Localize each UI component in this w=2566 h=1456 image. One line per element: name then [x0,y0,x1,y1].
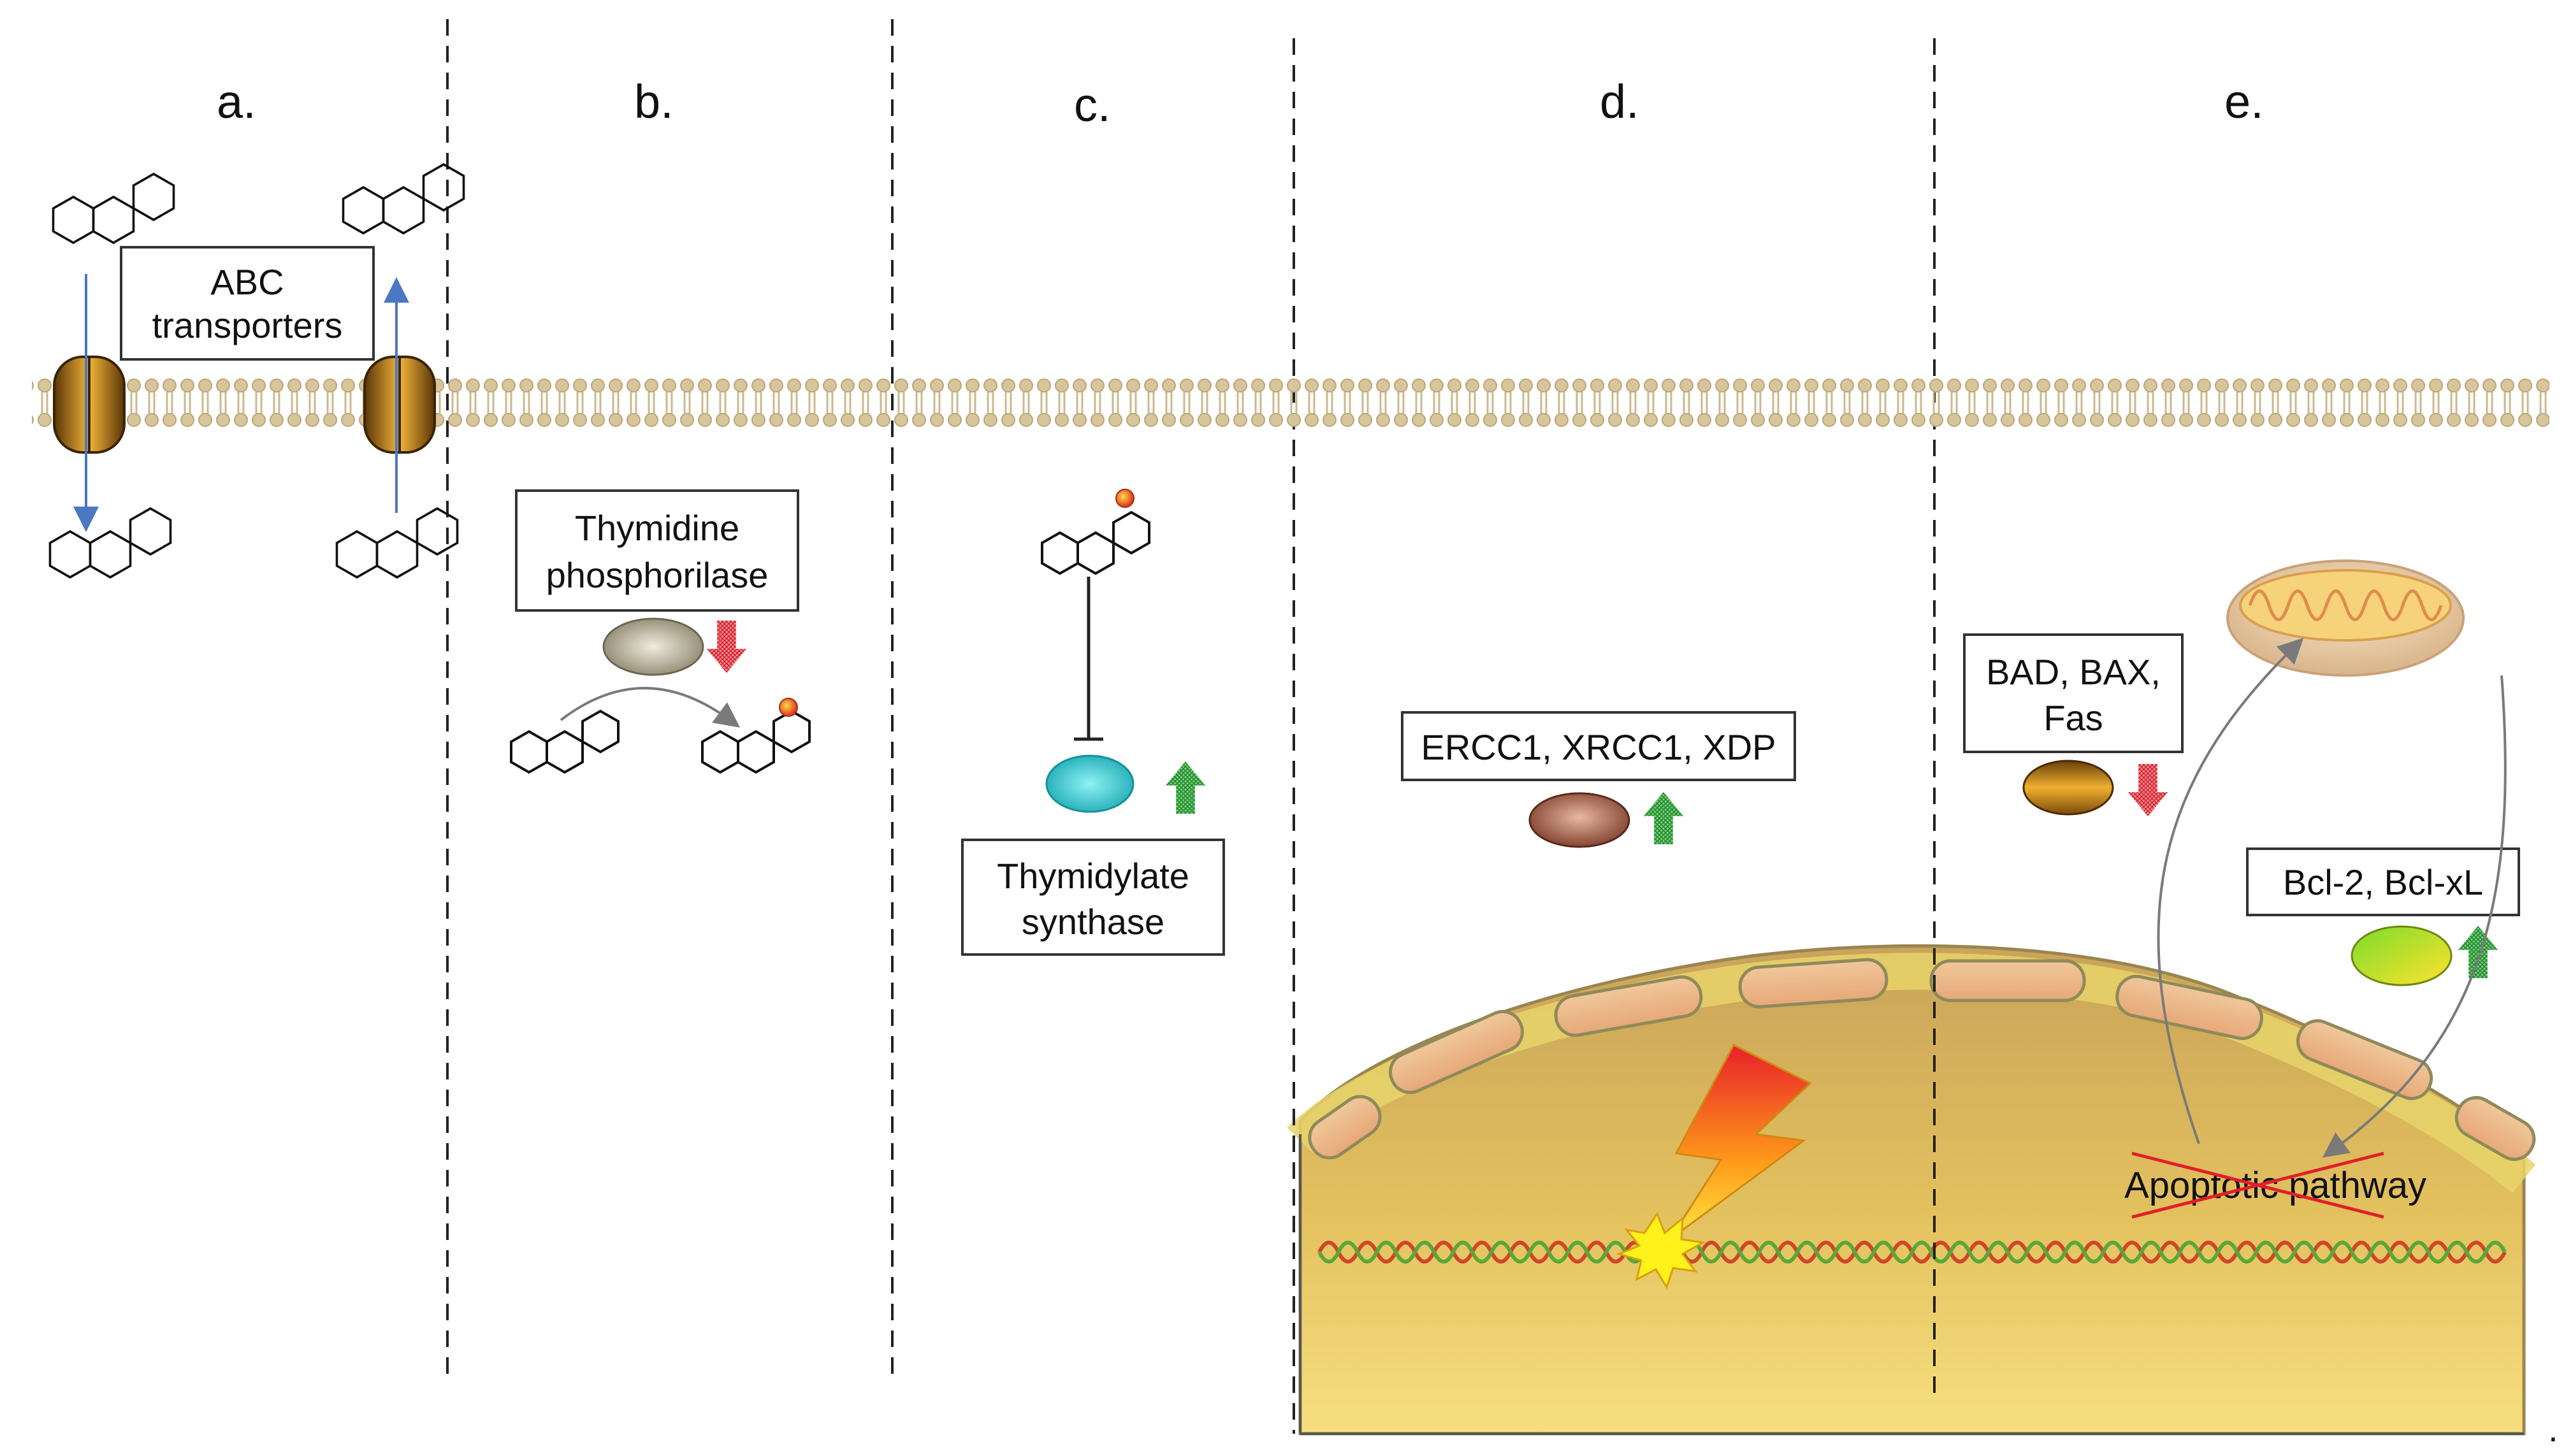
ercc-xrcc-xdp-box [1401,711,1796,781]
panel-a: ABC transporters [48,163,465,579]
panel-e: BAD, BAX, Fas Bcl-2, Bcl-xL Apoptotic pa… [1963,559,2520,1219]
abc-transporter-icon [53,356,126,454]
mitochondrion-icon [2226,559,2465,677]
damage-burst-icon [1616,1211,1706,1290]
thymidine-phosphorilase-line2: phosphorilase [546,555,769,595]
anti-apoptotic-protein [2351,925,2453,986]
upregulation-arrow-icon [1643,792,1684,844]
upregulation-arrow-icon [2458,926,2498,978]
apoptosis-to-mitochondrion-arrow [2157,638,2304,1144]
abc-transporters-line2: transporters [152,305,343,345]
drug-molecule-icon [1041,511,1150,575]
thymidine-phosphorylase-enzyme [602,617,704,676]
panel-dividers [446,19,1936,1434]
panel-label-e: e. [2224,75,2264,128]
panel-c: Thymidylate synthase [961,489,1225,956]
thymidylate-synthase-line1: Thymidylate [997,856,1189,896]
ercc-xrcc-xdp-label: ERCC1, XRCC1, XDP [1421,727,1776,767]
dna-helix-icon [1317,1241,2507,1264]
panel-label-a: a. [217,75,256,128]
thymidine-phosphorilase-box [515,489,799,612]
thymidylate-synthase-line2: synthase [1022,902,1164,942]
lightning-bolt-icon [1669,1044,1812,1241]
downregulation-arrow-icon [706,621,747,673]
bcl2-bclxl-label: Bcl-2, Bcl-xL [2283,862,2483,902]
abc-transporters-line1: ABC [210,262,284,302]
bcl2-bclxl-box [2246,847,2520,916]
panel-d: ERCC1, XRCC1, XDP [1401,711,1796,848]
trailing-period: . [2548,1409,2558,1449]
apoptotic-pathway-label: Apoptotic pathway [2124,1165,2426,1206]
bad-bax-fas-line1: BAD, BAX, [1986,652,2161,692]
bad-bax-fas-line2: Fas [2043,698,2103,738]
downregulation-arrow-icon [2127,764,2168,816]
panel-label-b: b. [634,75,674,128]
pro-apoptotic-protein [2022,760,2114,816]
abc-transporters-box [120,246,375,361]
panel-label-c: c. [1074,78,1111,131]
abc-transporter-icon [363,356,436,454]
phosphate-group-icon [779,698,798,717]
dna-repair-enzyme [1528,792,1630,848]
bad-bax-fas-box [1963,633,2184,753]
panel-b: Thymidine phosphorilase [510,489,811,774]
drug-molecule-icon [510,710,620,774]
thymidine-phosphorilase-line1: Thymidine [575,508,739,548]
upregulation-arrow-icon [1165,761,1206,814]
thymidylate-synthase-enzyme [1045,754,1134,813]
drug-molecule-icon [48,507,172,579]
panel-label-d: d. [1600,75,1639,128]
phosphate-group-icon [1115,489,1134,508]
drug-molecule-icon [342,163,465,234]
envelope-cell-segments [1308,958,2536,1161]
conversion-arrow [560,687,741,728]
thymidylate-synthase-box [961,839,1225,956]
drug-molecule-icon [335,507,459,579]
nucleus-region [1287,944,2536,1436]
mitochondrion-to-apoptosis-arrow [2322,675,2507,1158]
drug-molecule-icon [701,710,811,774]
drug-molecule-icon [52,173,175,244]
cell-membrane [32,378,2549,427]
blocked-cross-2 [2131,1151,2384,1219]
